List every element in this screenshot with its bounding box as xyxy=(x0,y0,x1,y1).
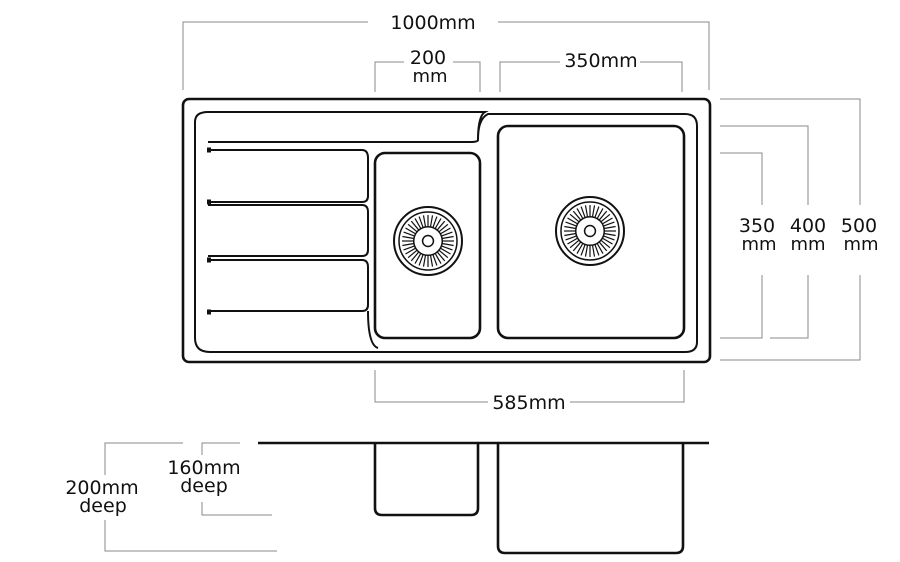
bowl-height-value: 350 xyxy=(739,215,775,237)
overall-height-value: 500 xyxy=(841,215,877,237)
drainer-top-edge xyxy=(208,139,479,143)
small-bowl-section xyxy=(373,443,480,517)
large-depth-word: deep xyxy=(79,495,127,517)
bowl-height-unit: mm xyxy=(741,234,776,255)
inner-height-unit: mm xyxy=(790,234,825,255)
drainer-grooves xyxy=(207,147,379,349)
small-bowl-width-dimension: 200 mm xyxy=(374,47,481,92)
large-bowl-drain-icon xyxy=(555,196,625,266)
small-bowl xyxy=(373,151,482,340)
small-depth-line xyxy=(201,442,272,516)
sink-outer-rim xyxy=(181,97,712,364)
bowls-span-label: 585mm xyxy=(492,392,565,414)
large-bowl-width-dimension: 350mm xyxy=(499,50,683,92)
large-bowl-section xyxy=(496,443,685,555)
bowl-height-line xyxy=(720,152,763,339)
sink-section-view xyxy=(258,441,709,555)
sink-top-view xyxy=(181,97,712,364)
bowls-span-dimension: 585mm xyxy=(374,370,685,414)
sink-inner-rim xyxy=(194,111,698,353)
inner-height-line xyxy=(720,125,809,339)
overall-width-label: 1000mm xyxy=(390,12,475,34)
depth-dimensions: 200mm deep 160mm deep xyxy=(65,442,277,552)
small-depth-word: deep xyxy=(180,475,228,497)
height-dimensions: 350 mm 400 mm 500 mm xyxy=(720,98,879,361)
large-bowl-width-label: 350mm xyxy=(564,50,637,72)
large-depth-line xyxy=(104,442,277,552)
overall-width-dimension: 1000mm xyxy=(182,12,710,90)
overall-height-unit: mm xyxy=(843,234,878,255)
large-bowl xyxy=(496,124,686,340)
inner-height-value: 400 xyxy=(790,215,826,237)
large-depth-value: 200mm xyxy=(65,477,138,499)
small-bowl-drain-icon xyxy=(393,206,463,276)
small-bowl-width-unit: mm xyxy=(412,66,447,87)
overall-height-line xyxy=(720,98,861,361)
small-depth-value: 160mm xyxy=(167,457,240,479)
small-bowl-width-value: 200 xyxy=(410,47,446,69)
